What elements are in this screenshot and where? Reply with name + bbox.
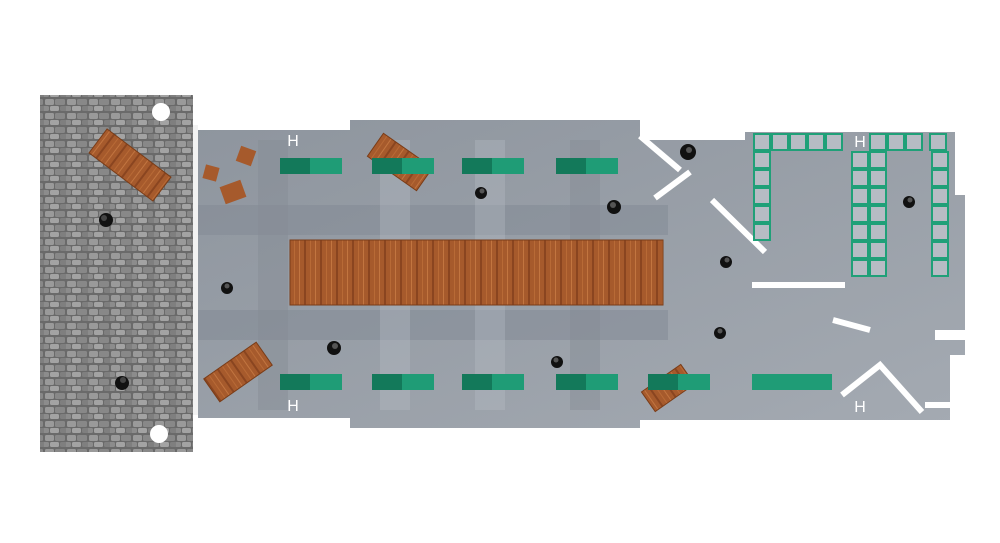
h-sign-icon: H [854,134,866,151]
market-stall [556,158,618,174]
market-stall [462,374,524,390]
market-stall [462,158,524,174]
market-stall [280,374,342,390]
sign-letter: H [287,133,299,150]
person-topview-icon [607,200,621,214]
person-topview-icon [475,187,487,199]
wood-bench [88,128,172,202]
column-icon [150,425,168,443]
h-sign-icon: H [287,398,299,415]
market-stalls-top [280,158,618,174]
sign-letter: H [854,134,866,151]
person-topview-icon [903,196,915,208]
column-icon [152,103,170,121]
market-stall [648,374,710,390]
h-sign-icon: H [854,399,866,416]
market-stalls-bottom [280,374,832,390]
market-stall [280,158,342,174]
central-wood-table [289,239,664,306]
person-topview-icon [714,327,726,339]
person-topview-icon [327,341,341,355]
person-topview-icon [720,256,732,268]
person-topview-icon [221,282,233,294]
h-sign-icon: H [287,133,299,150]
sign-letter: H [854,399,866,416]
market-stall [372,158,434,174]
interior-walls [638,133,950,414]
exterior-wall [193,125,198,415]
people [221,144,915,368]
wood-bench [203,341,273,403]
market-stall [556,374,618,390]
cobblestone-plaza [40,95,193,452]
shelving-room [753,133,949,277]
market-stall [372,374,434,390]
wood-blocks [202,145,257,205]
person-topview-icon [115,376,129,390]
person-topview-icon [551,356,563,368]
sign-letter: H [287,398,299,415]
market-stall [752,374,832,390]
person-topview-icon [99,213,113,227]
person-topview-icon [680,144,696,160]
